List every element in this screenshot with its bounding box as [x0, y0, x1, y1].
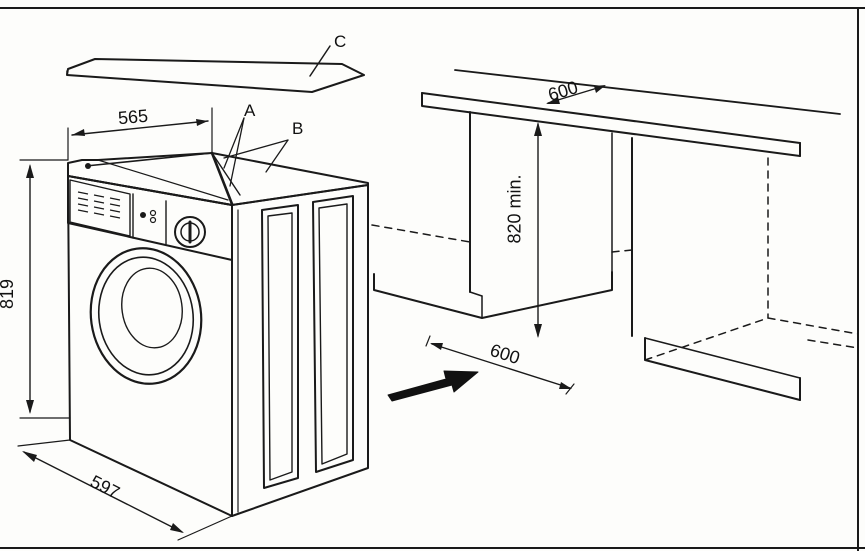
dimension-niche-depth — [425, 335, 575, 395]
dim-label-niche-height: 820 min. — [504, 174, 525, 244]
label-c: C — [334, 32, 347, 51]
leader-c — [309, 45, 331, 77]
label-a: A — [244, 101, 256, 120]
dim-label-top-width: 565 — [117, 105, 149, 129]
dim-label-height: 819 — [0, 278, 18, 310]
frame — [0, 7, 865, 551]
label-b: B — [292, 119, 304, 138]
dimension-niche-height — [534, 122, 542, 338]
dimension-height — [19, 159, 71, 419]
washing-machine — [67, 152, 369, 517]
dimension-depth — [17, 439, 233, 541]
top-panel-c — [66, 58, 365, 93]
cabinet-niche — [371, 69, 859, 401]
dimension-niche-width — [546, 85, 606, 104]
leaders-a-b — [223, 117, 289, 187]
top-fixings — [85, 151, 241, 206]
insertion-arrow — [387, 370, 479, 402]
dimension-top-width — [67, 107, 213, 161]
